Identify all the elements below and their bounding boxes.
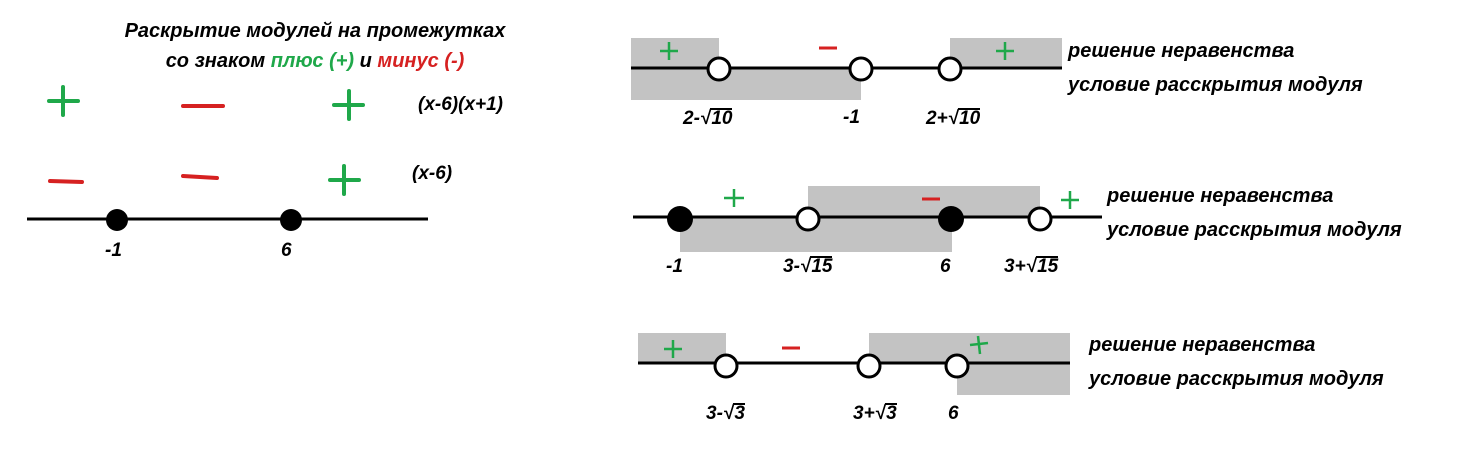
left-signs [47,85,365,196]
number-line-1 [631,38,1062,100]
solution-shade [808,186,1040,217]
point-label: -1 [666,256,683,277]
solution-shade [957,363,1070,395]
point-label: -1 [105,240,122,261]
title-minus-word: минус (-) [377,50,465,72]
number-line-2 [633,186,1102,252]
minus-sign [48,179,84,184]
plus-sign [664,340,682,358]
title-plus-word: плюс (+) [270,50,355,72]
filled-point [667,206,693,232]
note-condition: условие расскрытия модуля [1107,219,1402,241]
open-point [1027,206,1053,232]
filled-point [280,209,302,231]
open-point [713,353,739,379]
note-solution: решение неравенства [1089,334,1316,356]
point-label: 2-√10 [683,108,733,129]
solution-shade [869,333,1070,363]
open-point [848,56,874,82]
filled-point [938,206,964,232]
point-label: 6 [948,403,959,424]
title-prefix: со знаком [165,50,271,72]
expr-product: (x-6)(x+1) [418,94,503,115]
solution-shade [719,68,861,100]
point-label: 2+√10 [926,108,981,129]
plus-sign [996,42,1014,60]
title-line-2: со знаком плюс (+) и минус (-) [60,46,570,76]
plus-sign [724,189,744,207]
diagram-title: Раскрытие модулей на промежутках со знак… [60,16,570,76]
filled-point [106,209,128,231]
point-label: 6 [940,256,951,277]
point-label: 3-√15 [783,256,833,277]
open-point [706,56,732,82]
note-solution: решение неравенства [1107,185,1334,207]
note-solution: решение неравенства [1068,40,1295,62]
plus-sign [328,164,361,196]
plus-sign [1061,191,1079,209]
point-label: 3+√15 [1004,256,1059,277]
open-point [937,56,963,82]
plus-sign [969,335,989,355]
note-condition: условие расскрытия модуля [1089,368,1384,390]
point-label: 6 [281,240,292,261]
open-point [795,206,821,232]
plus-sign [332,89,365,121]
note-condition: условие расскрытия модуля [1068,74,1363,96]
open-point [856,353,882,379]
minus-sign [181,174,219,180]
point-label: -1 [843,107,860,128]
left-number-line [27,209,428,231]
point-label: 3+√3 [853,403,897,424]
expr-linear: (x-6) [412,163,453,184]
open-point [944,353,970,379]
point-label: 3-√3 [706,403,745,424]
plus-sign [47,85,80,117]
plus-sign [660,42,678,60]
title-and-word: и [354,50,378,72]
title-line-1: Раскрытие модулей на промежутках [124,20,506,42]
number-line-3 [638,333,1070,395]
